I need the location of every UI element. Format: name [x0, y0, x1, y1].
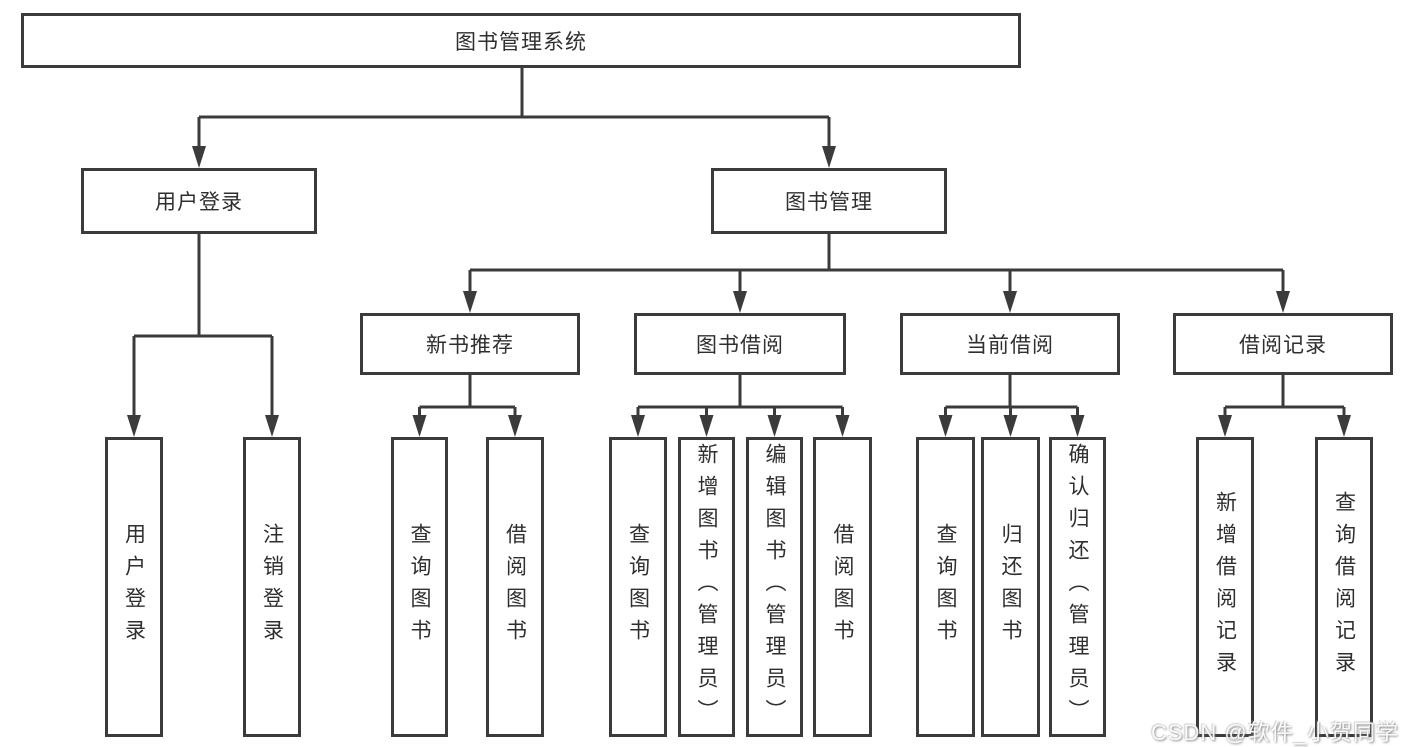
node-new-book-recommendation: 新书推荐	[360, 313, 580, 375]
arrow-down-icon	[938, 415, 953, 437]
arrow-down-icon	[699, 415, 714, 437]
arrow-down-icon	[412, 415, 427, 437]
arrow-down-icon	[1070, 415, 1085, 437]
leaf-label: 查询借阅记录	[1332, 491, 1356, 683]
arrow-down-icon	[1003, 291, 1017, 313]
leaf-label: 查询图书	[408, 523, 431, 651]
arrow-down-icon	[127, 415, 141, 437]
connector-user-login-to-leaves	[132, 234, 274, 421]
connector-book-mgmt-to-level3	[468, 234, 1285, 297]
leaf-query-books-recommend: 查询图书	[391, 437, 448, 737]
leaf-user-login: 用户登录	[105, 437, 163, 737]
node-book-management: 图书管理	[711, 168, 947, 234]
leaf-add-borrow-record: 新增借阅记录	[1196, 437, 1254, 737]
node-label: 用户登录	[155, 191, 243, 214]
node-borrowing-records: 借阅记录	[1173, 313, 1393, 375]
arrow-down-icon	[192, 146, 206, 168]
node-label: 图书管理	[785, 191, 873, 214]
node-user-login: 用户登录	[81, 168, 317, 234]
arrow-down-icon	[1337, 415, 1351, 437]
leaf-return-books: 归还图书	[981, 437, 1040, 737]
leaf-query-borrow-record: 查询借阅记录	[1315, 437, 1373, 737]
arrow-down-icon	[1276, 291, 1290, 313]
arrowheads	[127, 146, 1351, 437]
node-label: 借阅记录	[1239, 334, 1327, 357]
leaf-confirm-return-admin: 确认归还（管理员）	[1049, 437, 1106, 737]
node-library-management-system: 图书管理系统	[21, 13, 1021, 68]
leaf-label: 查询图书	[626, 523, 650, 651]
node-label: 图书借阅	[696, 334, 784, 357]
leaf-label: 注销登录	[260, 523, 284, 651]
leaf-query-books-borrow: 查询图书	[609, 437, 667, 737]
arrow-down-icon	[1218, 415, 1232, 437]
connector-borrow-record-to-leaves	[1223, 375, 1346, 421]
connector-new-book-to-leaves	[418, 375, 517, 421]
node-label: 图书管理系统	[455, 30, 587, 54]
leaf-borrow-books: 借阅图书	[813, 437, 872, 737]
leaf-add-books-admin: 新增图书（管理员）	[678, 437, 735, 737]
arrow-down-icon	[463, 291, 477, 313]
arrow-down-icon	[835, 415, 850, 437]
node-label: 当前借阅	[966, 334, 1054, 357]
connector-current-borrow-to-leaves	[944, 375, 1079, 421]
leaf-label: 借阅图书	[503, 523, 527, 651]
leaf-label: 新增图书（管理员）	[695, 443, 718, 731]
node-current-borrowing: 当前借阅	[900, 313, 1120, 375]
leaf-logout: 注销登录	[243, 437, 301, 737]
leaf-label: 新增借阅记录	[1213, 491, 1237, 683]
leaf-label: 编辑图书（管理员）	[763, 443, 786, 731]
arrow-down-icon	[631, 415, 645, 437]
arrow-down-icon	[265, 415, 279, 437]
node-book-borrowing: 图书借阅	[634, 313, 846, 375]
leaf-query-books-current: 查询图书	[916, 437, 975, 737]
node-label: 新书推荐	[426, 334, 514, 357]
leaf-label: 用户登录	[122, 523, 146, 651]
arrow-down-icon	[767, 415, 782, 437]
csdn-watermark: CSDN @软件_小贺同学	[1150, 720, 1399, 745]
leaf-edit-books-admin: 编辑图书（管理员）	[746, 437, 803, 737]
leaf-label: 查询图书	[934, 523, 957, 651]
arrow-down-icon	[508, 415, 522, 437]
connector-book-borrow-to-leaves	[636, 375, 844, 421]
leaf-borrow-books-recommend: 借阅图书	[486, 437, 544, 737]
arrow-down-icon	[1003, 415, 1018, 437]
arrow-down-icon	[822, 146, 836, 168]
leaf-label: 借阅图书	[831, 523, 854, 651]
connector-root-to-level2	[197, 68, 831, 150]
leaf-label: 确认归还（管理员）	[1066, 443, 1089, 731]
arrow-down-icon	[733, 291, 747, 313]
leaf-label: 归还图书	[999, 523, 1022, 651]
